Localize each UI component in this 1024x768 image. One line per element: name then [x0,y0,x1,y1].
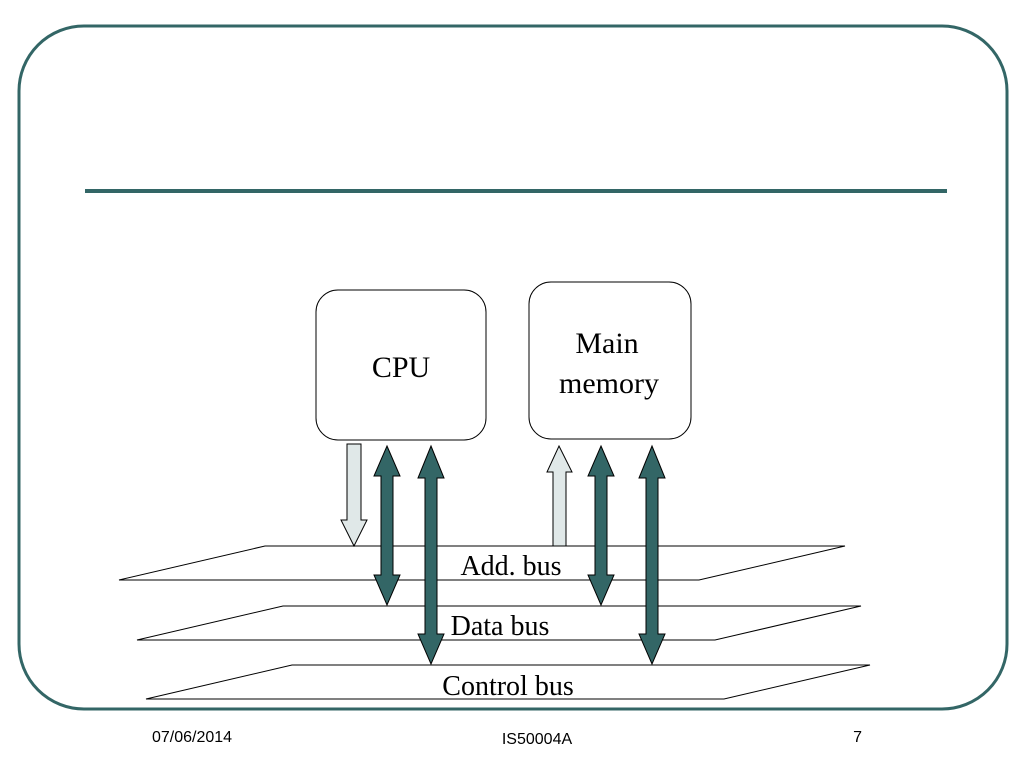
memory-control-arrow [638,444,666,666]
control-bus-label: Control bus [442,671,573,702]
control-bus-plane [145,664,871,700]
main-memory-box [528,281,692,440]
memory-address-arrow [546,444,573,547]
footer-page-number: 7 [853,729,862,746]
main-memory-label-line2: memory [559,367,659,400]
data-bus-label: Data bus [451,611,550,642]
main-memory-label-line1: Main [575,327,638,360]
cpu-address-arrow [340,443,368,548]
cpu-control-arrow [417,444,445,666]
cpu-data-arrow [373,444,401,607]
footer-course: IS50004A [502,731,573,748]
footer-date: 07/06/2014 [152,729,232,746]
memory-data-arrow [587,444,615,607]
address-bus-plane [118,545,846,581]
cpu-box [315,289,487,441]
cpu-label: CPU [372,351,431,384]
address-bus-label: Add. bus [460,551,561,582]
data-bus-plane [136,605,862,641]
slide-frame [17,24,1009,711]
